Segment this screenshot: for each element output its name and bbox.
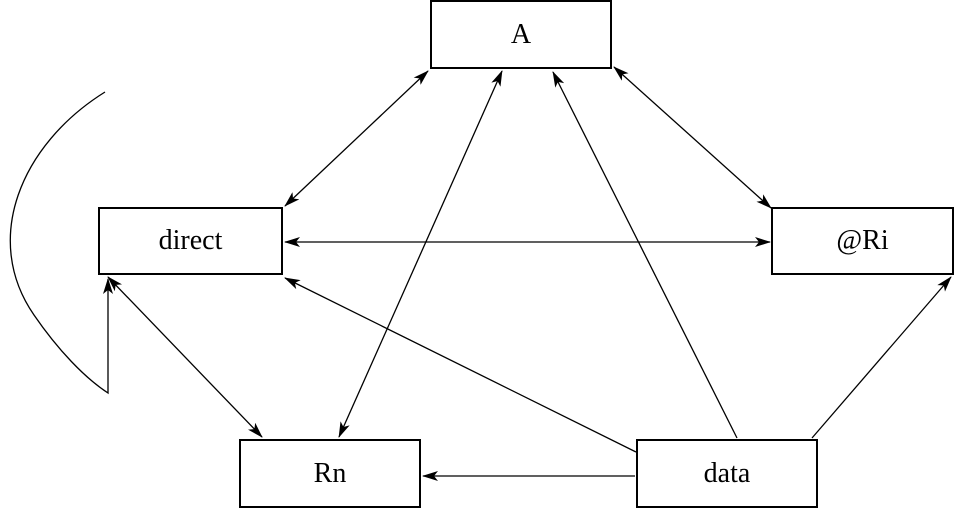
node-data: data — [636, 439, 818, 508]
node-rn: Rn — [239, 439, 421, 508]
edge-a-ri — [613, 66, 772, 209]
node-ri: @Ri — [771, 207, 954, 275]
node-data-label: data — [703, 457, 751, 489]
node-a-label: A — [510, 18, 532, 50]
node-ri-label: @Ri — [836, 225, 889, 256]
edge-a-direct — [284, 70, 429, 207]
node-direct: direct — [98, 207, 283, 275]
edge-data-ri — [811, 276, 952, 439]
node-rn-label: Rn — [313, 457, 347, 489]
node-direct-label: direct — [158, 225, 223, 256]
edge-data-a — [552, 71, 738, 439]
node-a: A — [430, 0, 612, 69]
edge-direct-self-loop — [9, 91, 113, 395]
edge-direct-rn — [107, 276, 263, 438]
edge-data-direct — [284, 277, 637, 453]
edge-a-rn — [338, 70, 503, 438]
